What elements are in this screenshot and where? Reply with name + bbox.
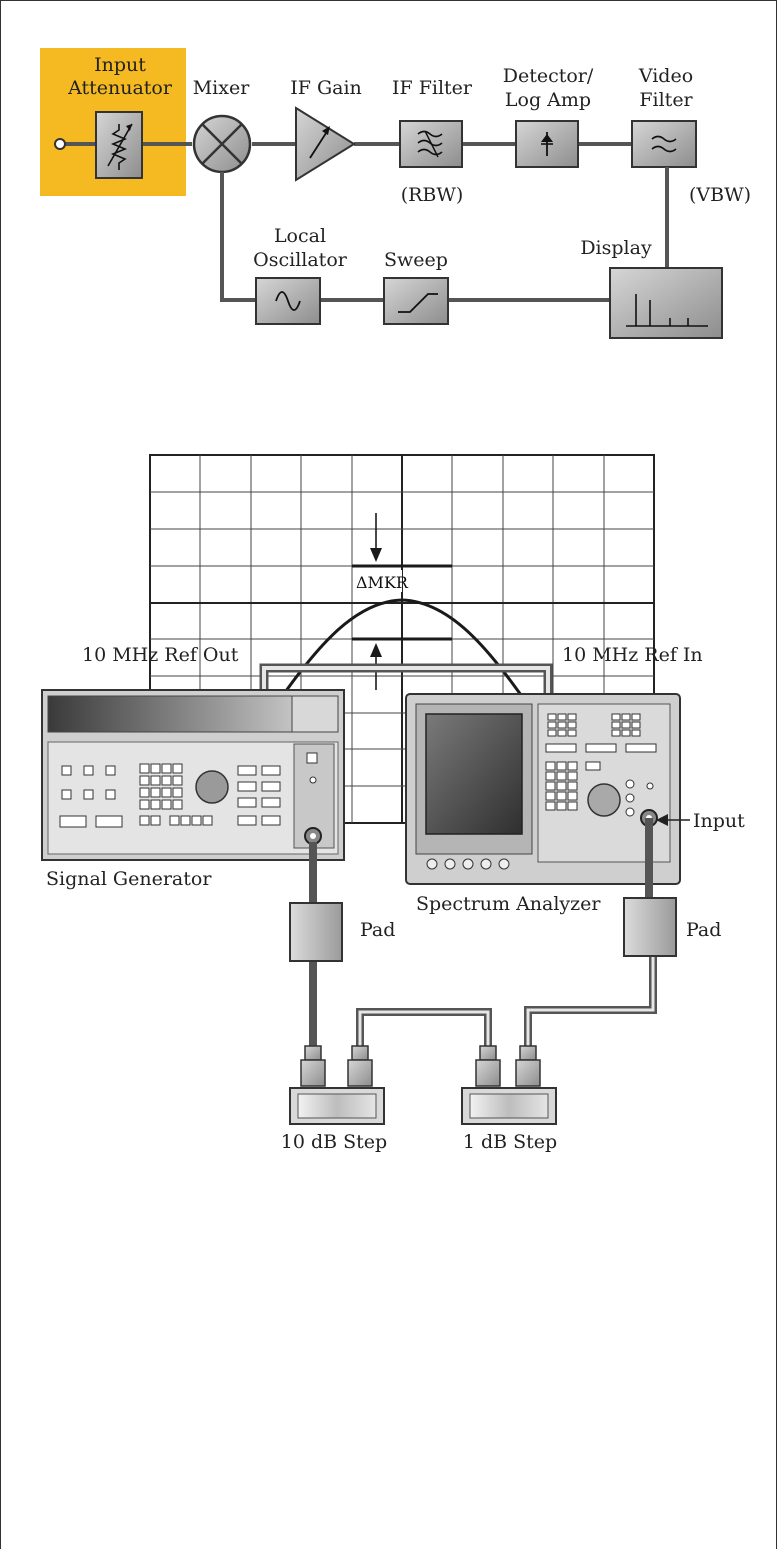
lo-label-line2: Oscillator: [253, 249, 348, 271]
connectors: [300, 1045, 541, 1087]
mixer-icon: [192, 114, 252, 174]
detector-label-line2: Log Amp: [505, 89, 591, 111]
amplifier-icon: [295, 106, 356, 182]
mixer-label: Mixer: [193, 77, 250, 99]
attenuator-icon: [95, 111, 143, 179]
sweep-label: Sweep: [384, 249, 448, 271]
marker-arrow-down: [370, 513, 382, 562]
video-filter-label-line2: Filter: [639, 89, 693, 111]
lo-label-line1: Local: [274, 225, 326, 247]
spectrum-analyzer-icon: [405, 693, 681, 885]
delta-marker-label: ΔMKR: [356, 573, 409, 592]
pad-left-icon: [289, 902, 343, 962]
step-attenuator-1db-icon: [461, 1087, 557, 1125]
if-filter-icon: [399, 120, 463, 168]
pad-left-label: Pad: [360, 919, 395, 941]
attenuator-label-line2: Attenuator: [67, 77, 173, 99]
video-filter-icon: [631, 120, 697, 168]
display-icon: [609, 267, 723, 339]
signal-generator-icon: [41, 689, 345, 861]
step1-label: 1 dB Step: [463, 1131, 557, 1153]
sweep-icon: [383, 277, 449, 325]
input-pointer-arrow: [656, 814, 690, 826]
test-setup: 10 MHz Ref Out 10 MHz Ref In: [41, 644, 745, 1153]
step-attenuator-10db-icon: [289, 1087, 385, 1125]
attenuator-label-line1: Input: [94, 54, 146, 76]
if-filter-label: IF Filter: [392, 77, 473, 99]
ref-out-label: 10 MHz Ref Out: [82, 644, 239, 666]
pad-right-icon: [623, 897, 677, 957]
pad-right-label: Pad: [686, 919, 721, 941]
vbw-label: (VBW): [689, 184, 751, 206]
display-label: Display: [580, 237, 652, 259]
detector-label-line1: Detector/: [503, 65, 594, 87]
detector-icon: [515, 120, 579, 168]
input-terminal: [54, 138, 66, 150]
rbw-label: (RBW): [401, 184, 464, 206]
video-filter-label-line1: Video: [638, 65, 693, 87]
block-diagram: Input Attenuator Mixer IF Gain: [40, 48, 751, 339]
signal-generator-label: Signal Generator: [46, 868, 212, 890]
ref-in-label: 10 MHz Ref In: [562, 644, 703, 666]
spectrum-analyzer-label: Spectrum Analyzer: [416, 893, 601, 915]
input-label: Input: [693, 810, 745, 832]
if-gain-label: IF Gain: [290, 77, 362, 99]
local-oscillator-icon: [255, 277, 321, 325]
step10-label: 10 dB Step: [281, 1131, 387, 1153]
